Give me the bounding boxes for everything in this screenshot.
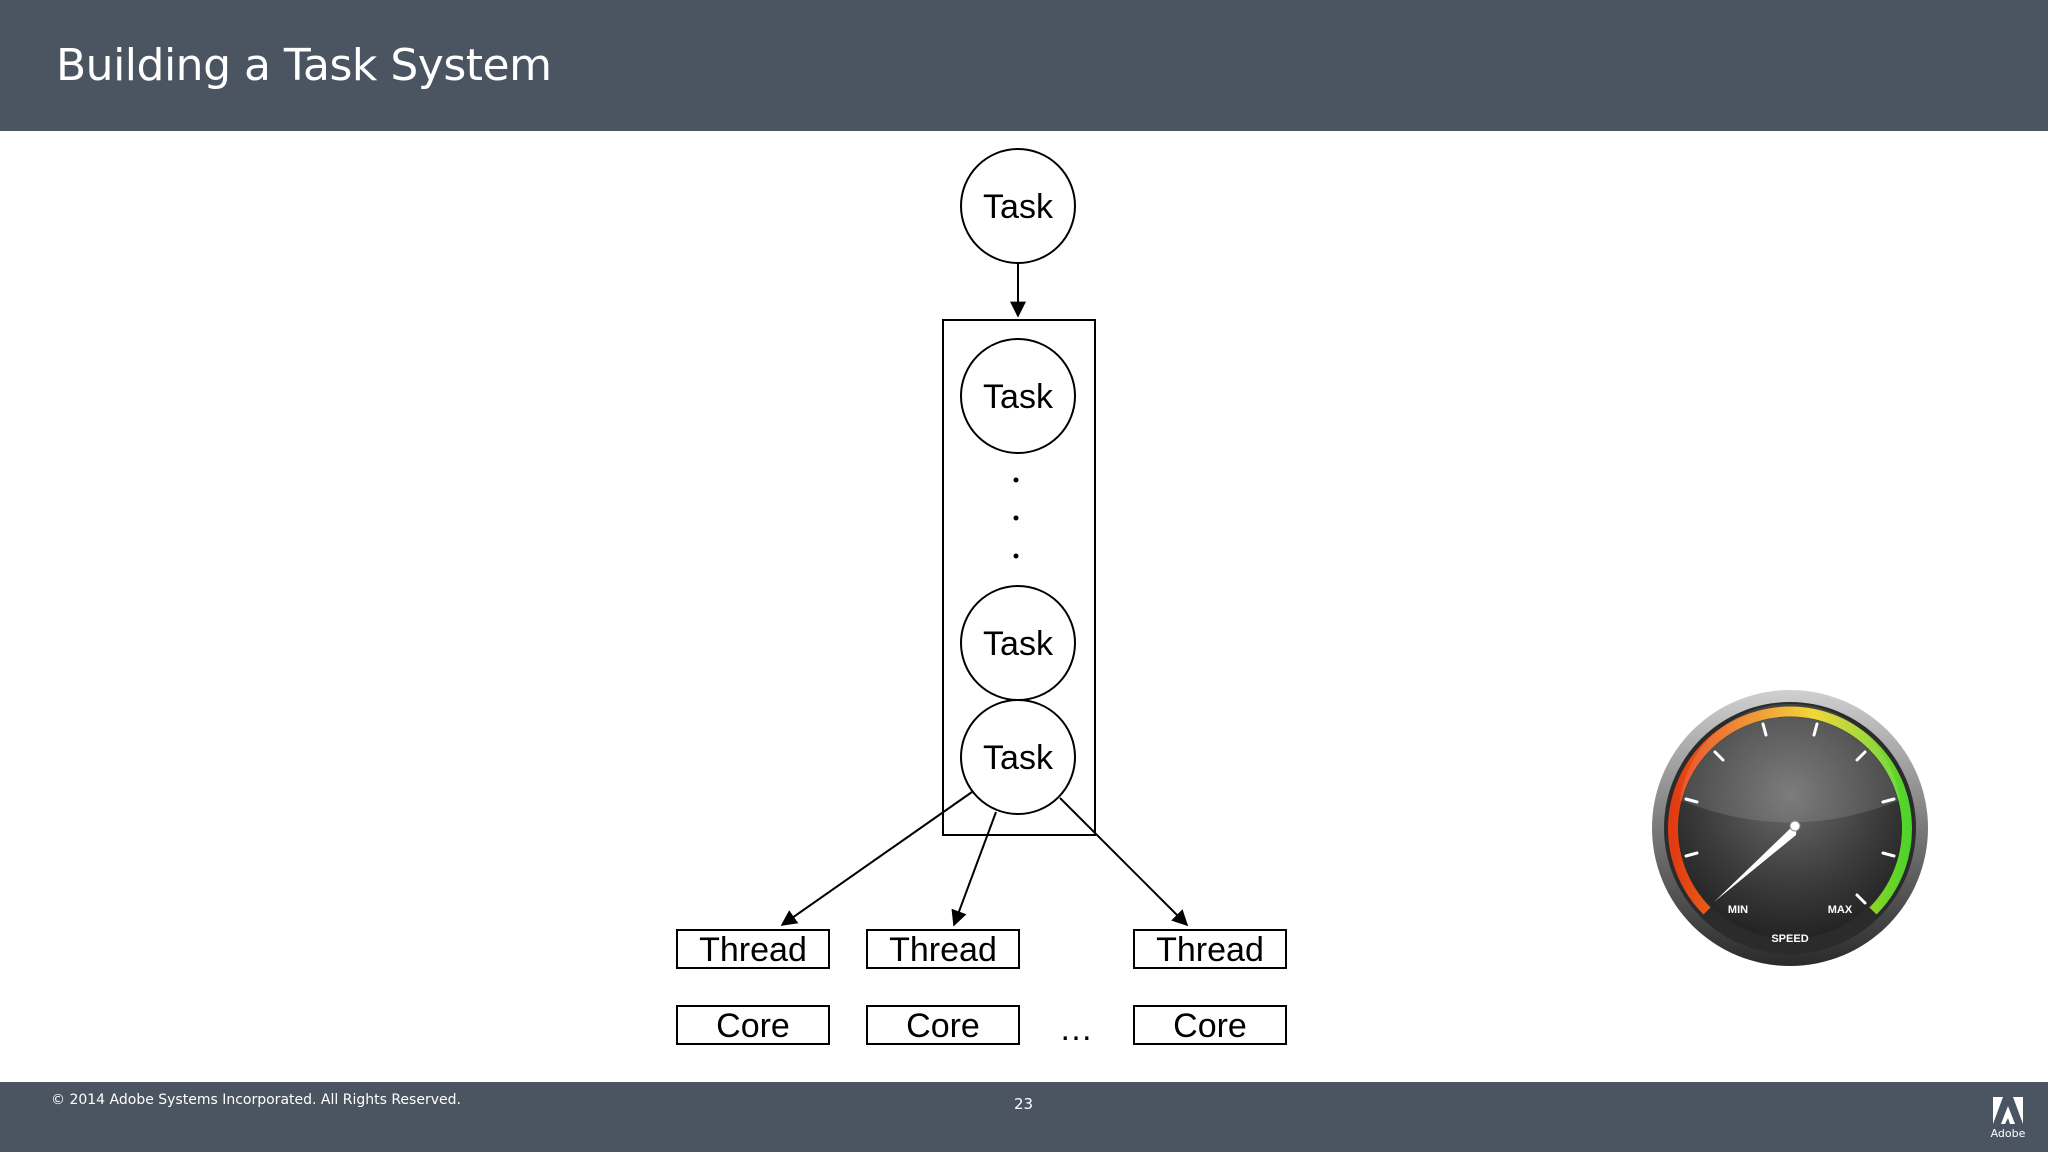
dispatch-arrow — [1059, 797, 1189, 927]
gauge-needle — [1714, 822, 1797, 902]
page-number: 23 — [1014, 1095, 1034, 1113]
gauge-ticks — [1684, 722, 1896, 905]
thread-label: Thread — [1156, 931, 1264, 969]
gauge-min-label: MIN — [1728, 904, 1748, 916]
dispatch-arrow — [951, 811, 997, 927]
thread-label: Thread — [699, 931, 807, 969]
core-label: Core — [1173, 1007, 1247, 1045]
core-label: Core — [716, 1007, 790, 1045]
core-box: Core — [1133, 1005, 1287, 1045]
gauge-color-arc — [1668, 706, 1912, 915]
thread-box: Thread — [866, 929, 1020, 969]
footer-bar: © 2014 Adobe Systems Incorporated. All R… — [0, 1082, 2048, 1152]
thread-label: Thread — [889, 931, 997, 969]
thread-box: Thread — [676, 929, 830, 969]
thread-box: Thread — [1133, 929, 1287, 969]
gauge-max-label: MAX — [1828, 904, 1853, 916]
adobe-logo-icon — [1993, 1097, 2023, 1124]
core-label: Core — [906, 1007, 980, 1045]
task-system-diagram: Task Task Task Task Thread Thread Thread… — [676, 148, 1928, 1048]
slide-title: Building a Task System — [56, 40, 552, 91]
task-queue-box — [942, 319, 1096, 836]
core-box: Core — [676, 1005, 830, 1045]
incoming-task-node: Task — [960, 148, 1076, 264]
queue-task-node: Task — [960, 699, 1076, 815]
queue-task-label: Task — [983, 625, 1054, 663]
incoming-task-label: Task — [983, 188, 1054, 226]
gauge-caption: SPEED — [1771, 933, 1808, 945]
queue-task-node: Task — [960, 338, 1076, 454]
copyright-notice: © 2014 Adobe Systems Incorporated. All R… — [51, 1092, 461, 1108]
queue-task-label: Task — [983, 378, 1054, 416]
core-box: Core — [866, 1005, 1020, 1045]
queue-task-node: Task — [960, 585, 1076, 701]
adobe-wordmark: Adobe — [1990, 1127, 2026, 1140]
dispatch-arrow — [780, 791, 973, 926]
speed-gauge-icon: MIN MAX SPEED — [1652, 690, 1928, 966]
queue-task-label: Task — [983, 739, 1054, 777]
core-ellipsis: … — [1059, 1010, 1093, 1048]
header-bar: Building a Task System — [0, 0, 2048, 131]
queue-ellipsis-dots — [1013, 477, 1019, 559]
